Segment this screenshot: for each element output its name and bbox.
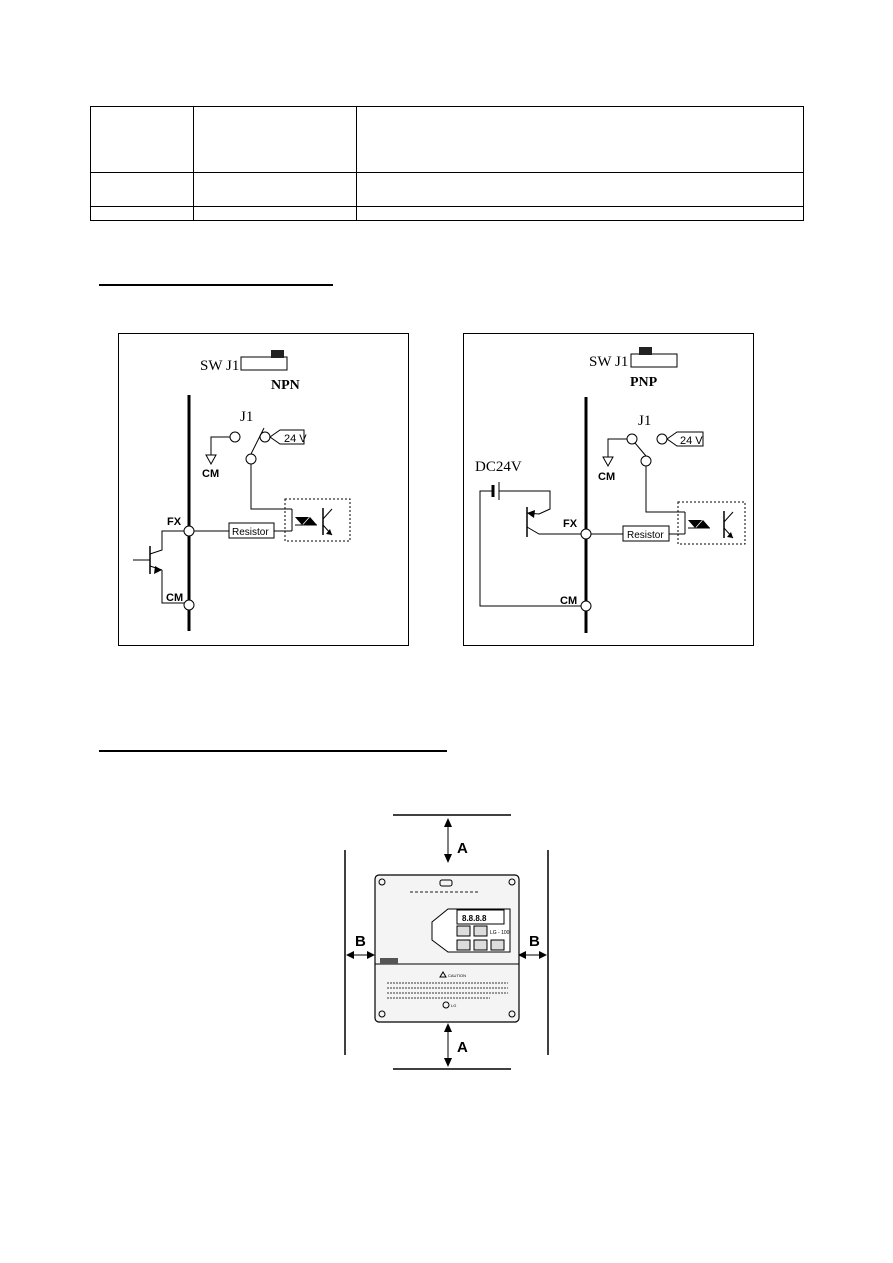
- keypad-button: [473, 925, 488, 937]
- mode-label: NPN: [271, 378, 300, 393]
- led-icon: [295, 517, 309, 525]
- table-cell: [90, 206, 194, 221]
- ground-arrow-icon: [602, 456, 614, 468]
- opto-wire: [645, 466, 685, 513]
- caution-label: CAUTION: [448, 973, 466, 978]
- jumper-blade: [634, 442, 647, 457]
- keypad-button: [473, 939, 488, 951]
- keypad-button: [456, 939, 471, 951]
- switch-label: SW J1: [589, 354, 628, 370]
- table-cell: [193, 206, 357, 221]
- led-icon: [696, 520, 710, 528]
- section-heading-rule: [99, 750, 447, 752]
- keypad-button: [456, 925, 471, 937]
- installation-clearance-figure: A A B B 8.8.8.8 LG - 100 CAUTION: [344, 814, 549, 1070]
- jumper-contact: [626, 433, 638, 445]
- lg-logo-icon: [442, 1001, 450, 1009]
- cm-label: CM: [598, 471, 615, 483]
- left-clearance-label: B: [355, 933, 366, 950]
- resistor-label: Resistor: [627, 530, 664, 541]
- brand-logo-icon: [439, 879, 453, 887]
- cm-wire: [210, 436, 230, 455]
- led-icon: [688, 520, 702, 528]
- right-clearance-label: B: [529, 933, 540, 950]
- resistor-label: Resistor: [232, 527, 269, 538]
- table-row: [90, 106, 804, 173]
- top-clearance-label: A: [457, 840, 468, 857]
- keypad-button: [490, 939, 505, 951]
- table-row: [90, 172, 804, 207]
- ground-arrow-icon: [205, 454, 217, 466]
- fx-terminal: [183, 525, 195, 537]
- voltage-label: 24 V: [680, 435, 703, 447]
- cm-label: CM: [202, 468, 219, 480]
- switch-slider: [639, 347, 652, 355]
- display-window: [456, 909, 505, 925]
- voltage-tag: [269, 429, 305, 445]
- table-cell: [356, 206, 804, 221]
- display-readout: 8.8.8.8: [462, 914, 487, 923]
- led-icon: [303, 517, 317, 525]
- cm-terminal: [183, 599, 195, 611]
- opto-coupler: [677, 501, 746, 545]
- table-row: [90, 206, 804, 221]
- npn-wiring-diagram: SW J1 NPN J1 24 V CM Resistor FX CM: [118, 333, 409, 646]
- voltage-label: 24 V: [284, 433, 307, 445]
- cm-wire: [607, 438, 627, 457]
- voltage-tag: [666, 431, 704, 447]
- fx-label: FX: [563, 518, 578, 530]
- bottom-clearance-label: A: [457, 1039, 468, 1056]
- warning-icon: [439, 971, 447, 978]
- lg-logo-text: LG: [451, 1003, 456, 1008]
- screw-icon: [378, 1010, 386, 1018]
- section-heading-rule: [99, 284, 333, 286]
- jumper-contact: [245, 453, 257, 465]
- switch-label: SW J1: [200, 358, 239, 374]
- rating-badge: [380, 958, 398, 964]
- external-wire: [149, 530, 184, 555]
- table-cell: [356, 106, 804, 173]
- jumper-contact: [229, 431, 241, 443]
- spec-table: [90, 106, 804, 221]
- screw-icon: [508, 1010, 516, 1018]
- inverter-unit: 8.8.8.8 LG - 100 CAUTION LG: [374, 874, 520, 1023]
- switch-slider: [271, 350, 284, 358]
- table-cell: [193, 172, 357, 207]
- opto-coupler: [284, 498, 351, 542]
- fx-terminal: [580, 528, 592, 540]
- jumper-blade: [250, 427, 265, 455]
- switch-body: [240, 356, 288, 371]
- keypad-model-label: LG - 100: [490, 930, 510, 936]
- cm-label: CM: [166, 592, 183, 604]
- table-cell: [356, 172, 804, 207]
- switch-body: [630, 353, 678, 368]
- jumper-label: J1: [240, 409, 253, 425]
- table-cell: [90, 106, 194, 173]
- cm-label: CM: [560, 595, 577, 607]
- table-cell: [90, 172, 194, 207]
- jumper-label: J1: [638, 413, 651, 429]
- jumper-contact: [656, 433, 668, 445]
- cm-terminal: [580, 600, 592, 612]
- supply-label: DC24V: [475, 459, 522, 475]
- pnp-wiring-diagram: SW J1 PNP J1 24 V CM Resistor FX DC24V C…: [463, 333, 754, 646]
- opto-wire: [250, 464, 292, 510]
- fx-label: FX: [167, 516, 182, 528]
- jumper-contact: [640, 455, 652, 467]
- screw-icon: [508, 878, 516, 886]
- mode-label: PNP: [630, 375, 658, 390]
- screw-icon: [378, 878, 386, 886]
- table-cell: [193, 106, 357, 173]
